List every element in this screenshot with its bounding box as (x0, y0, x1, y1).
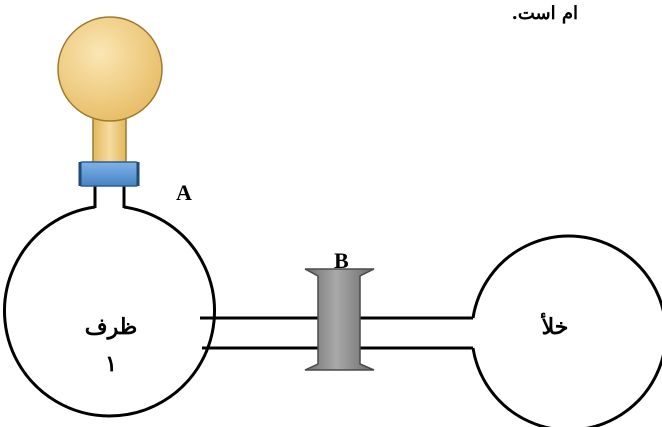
vessel-1-number: ۱ (105, 351, 117, 377)
valve-a-label: A (176, 180, 192, 205)
vacuum-vessel-name: خلأ (541, 314, 569, 340)
caption-text: ام است. (511, 3, 578, 24)
vessel-1 (3, 205, 216, 418)
vessel-1-name: ظرف (84, 314, 138, 340)
clamp-valve-a[interactable] (78, 161, 140, 187)
valve-b[interactable] (304, 268, 375, 371)
balloon (57, 16, 163, 167)
valve-b-label: B (334, 248, 349, 273)
vacuum-vessel (471, 234, 662, 427)
